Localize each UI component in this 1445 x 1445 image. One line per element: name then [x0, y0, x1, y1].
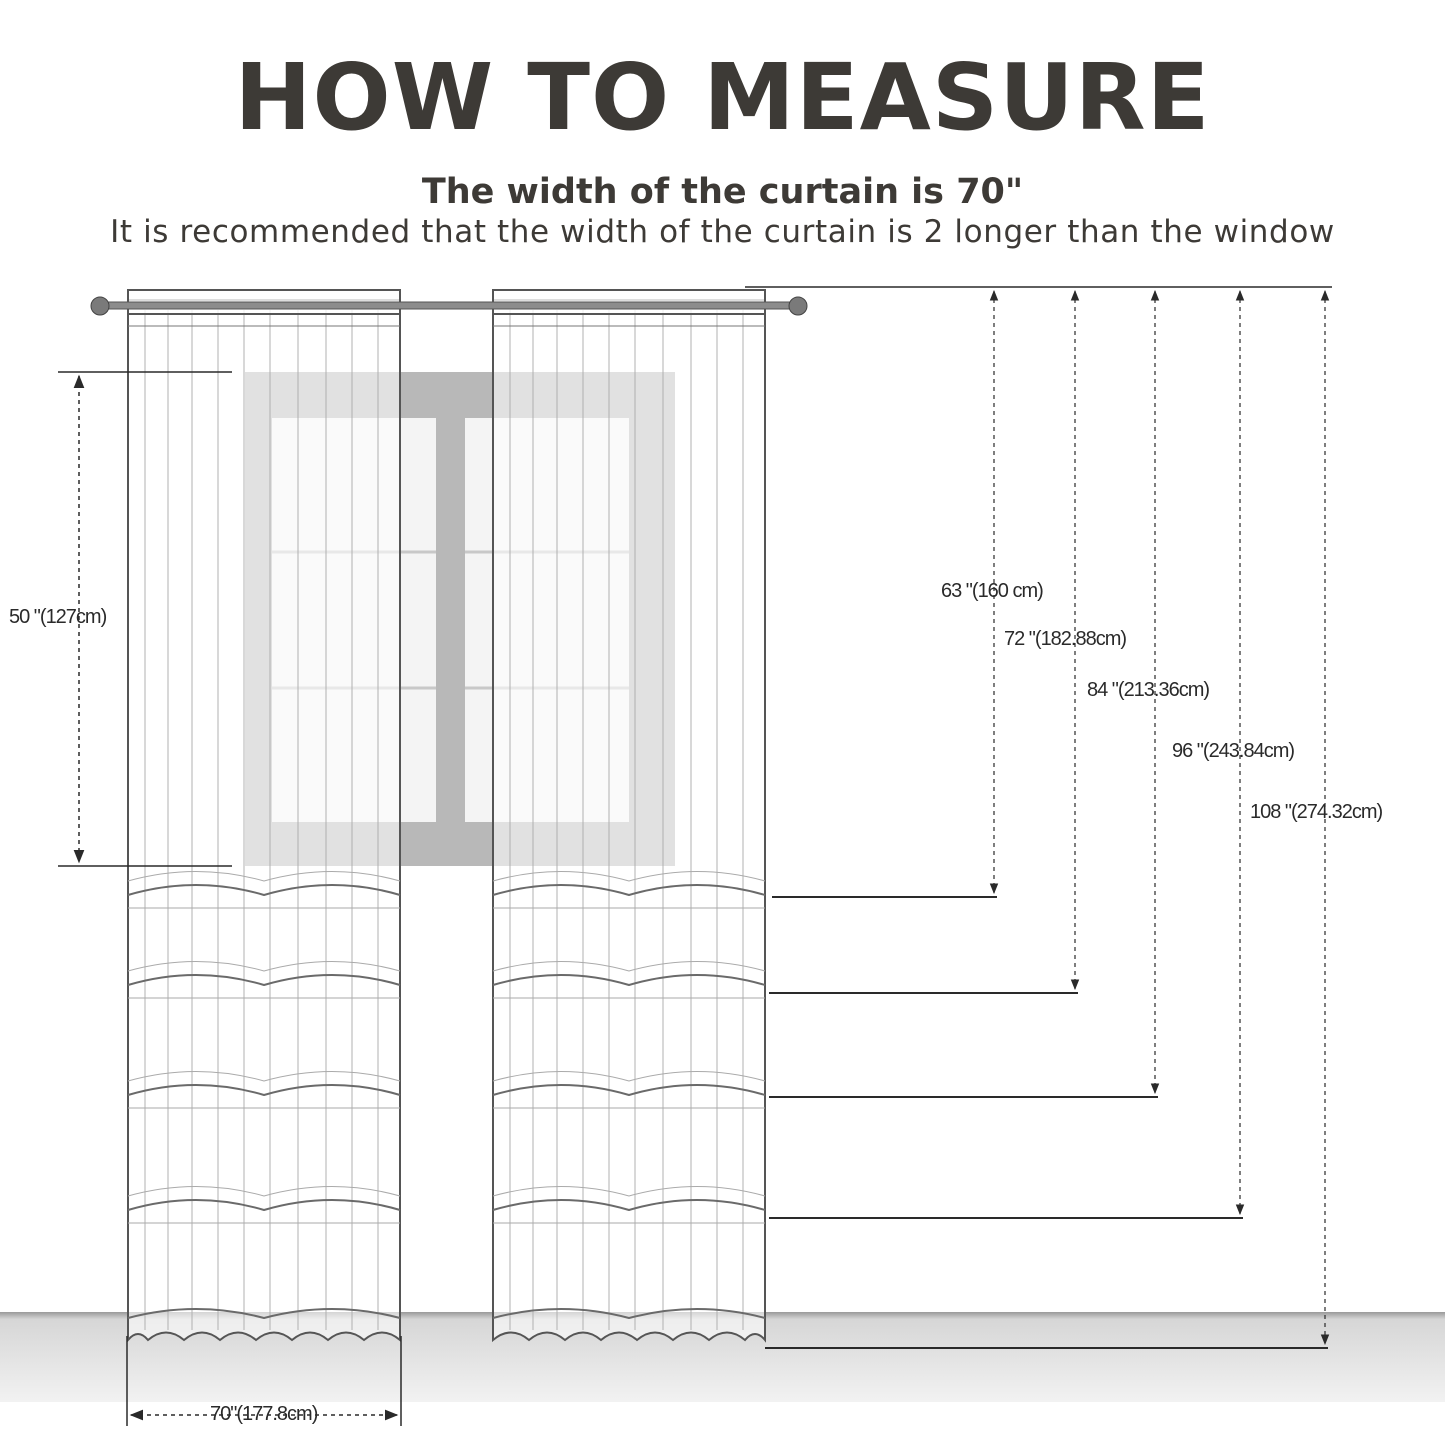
length-label-63: 63 "(160 cm) — [941, 580, 1044, 602]
curtain-width-dimension — [126, 1336, 402, 1426]
length-dimension-72 — [769, 289, 1080, 994]
page-title: HOW TO MEASURE — [234, 44, 1211, 151]
curtain-panel-left — [127, 289, 401, 1343]
length-dimension-84 — [769, 289, 1160, 1098]
curtain-rod-icon — [90, 296, 808, 316]
length-label-108: 108 "(274.32cm) — [1250, 801, 1383, 823]
length-dimension-96 — [769, 289, 1245, 1219]
length-label-96: 96 "(243.84cm) — [1172, 740, 1295, 762]
window-height-dimension — [58, 371, 232, 867]
length-label-72: 72 "(182.88cm) — [1004, 628, 1127, 650]
recommendation-note: It is recommended that the width of the … — [110, 214, 1335, 250]
length-label-84: 84 "(213.36cm) — [1087, 679, 1210, 701]
page-subtitle: The width of the curtain is 70" — [421, 172, 1024, 212]
length-dimension-108 — [765, 289, 1330, 1349]
curtain-width-label: 70"(177.8cm) — [210, 1403, 318, 1425]
window-height-label: 50 "(127cm) — [9, 606, 107, 628]
length-dimension-63 — [772, 289, 999, 898]
length-dimensions — [745, 286, 1332, 1349]
curtain-panel-right — [492, 289, 766, 1343]
